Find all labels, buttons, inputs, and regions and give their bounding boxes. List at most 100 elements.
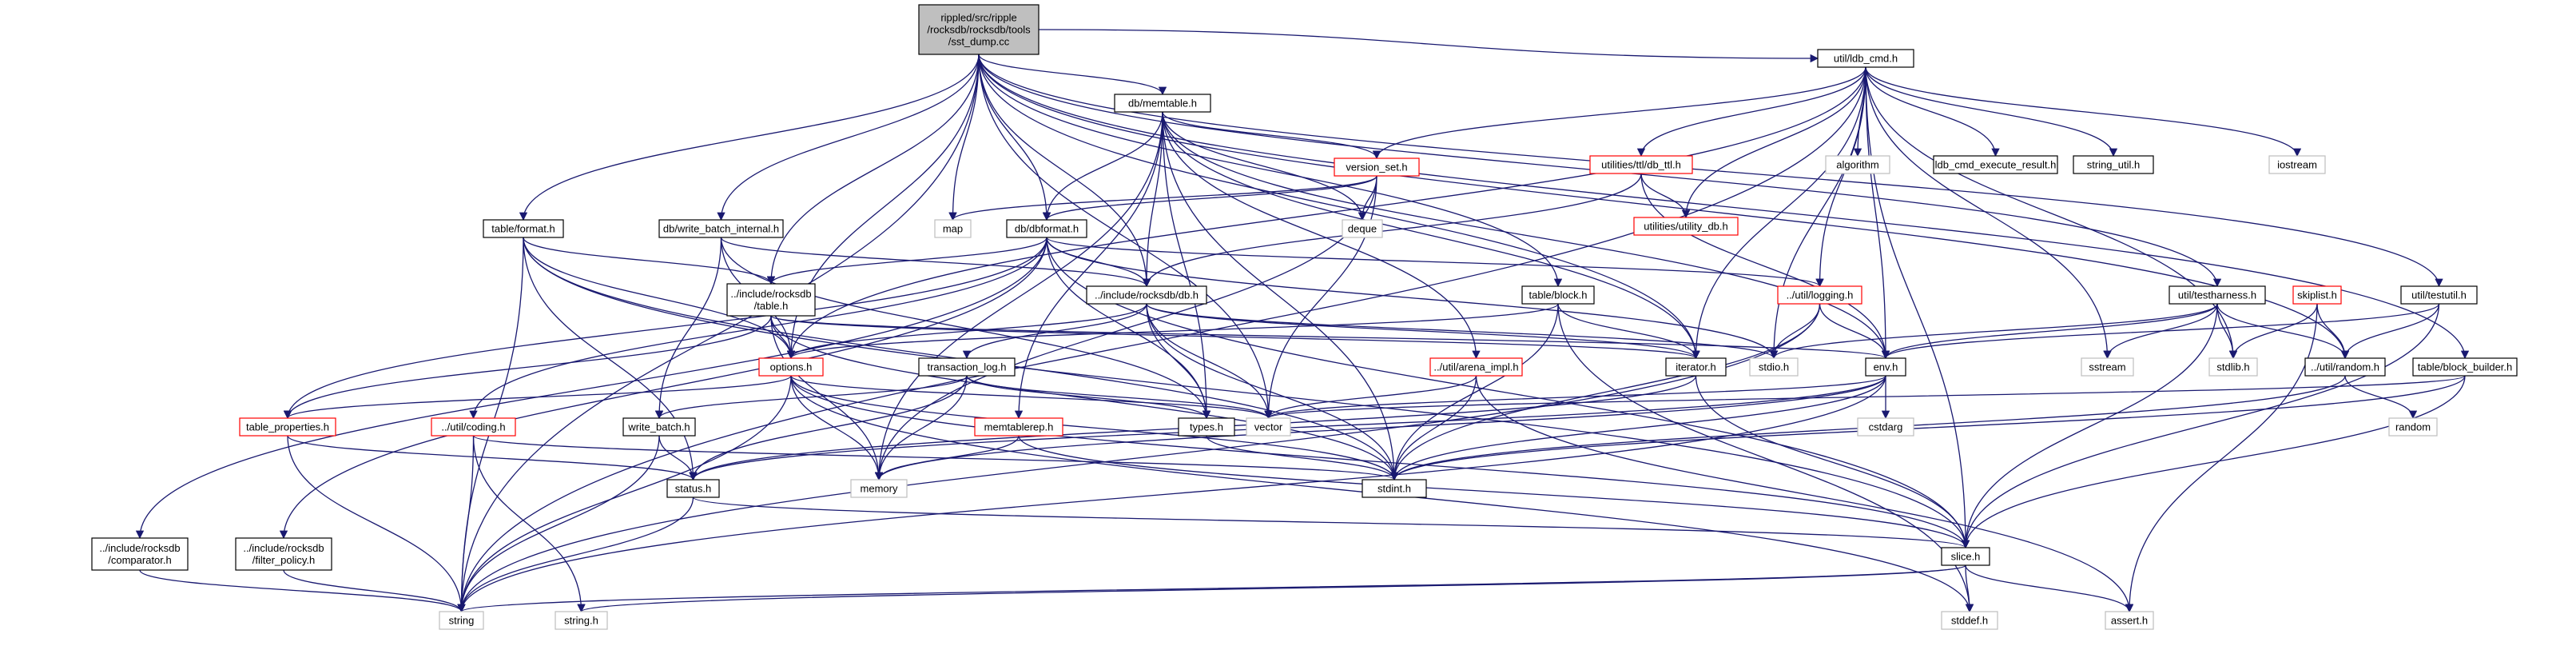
node-label: /filter_policy.h (252, 554, 316, 566)
edge-write-batch-internal-to-include-db (720, 237, 1151, 288)
node-sst-dump-cc[interactable]: rippled/src/ripple/rocksdb/rocksdb/tools… (918, 4, 1040, 55)
edge-include-table-to-stdint (770, 315, 1399, 481)
edge-ldb-cmd-to-version-set (1372, 66, 1866, 160)
edge-include-table-to-env (770, 315, 1890, 360)
node-db-dbformat-h[interactable]: db/dbformat.h (1006, 219, 1087, 238)
node-label: slice.h (1951, 551, 1981, 563)
node-write-batch-h[interactable]: write_batch.h (622, 417, 696, 437)
node-iterator-h[interactable]: iterator.h (1665, 357, 1727, 377)
node-label: iterator.h (1676, 361, 1716, 373)
edge-sst-dump-to-map (948, 54, 980, 221)
node-utilities-ttl-db-ttl-h[interactable]: utilities/ttl/db_ttl.h (1589, 155, 1693, 174)
edge-ldb-cmd-to-stdio (1769, 66, 1866, 360)
node-options-h[interactable]: options.h (758, 357, 824, 377)
node-util-ldb-cmd-h[interactable]: util/ldb_cmd.h (1817, 49, 1914, 68)
edge-include-db-to-stdio (1146, 303, 1778, 360)
edge-env-to-vector (1264, 375, 1886, 420)
node-label: ../include/rocksdb/db.h (1095, 289, 1199, 301)
edge-filter-policy-to-string (283, 569, 466, 613)
node-util-testharness-h[interactable]: util/testharness.h (2169, 285, 2266, 305)
node-version-set-h[interactable]: version_set.h (1334, 158, 1420, 177)
edge-memtable-to-dbformat (1042, 111, 1163, 221)
node-stdio-h: stdio.h (1749, 357, 1799, 377)
node-map: map (934, 219, 972, 238)
edge-sst-dump-to-iterator (978, 54, 1700, 360)
edge-table-format-to-options (523, 237, 796, 360)
node-transaction-log-h[interactable]: transaction_log.h (918, 357, 1016, 377)
edge-dbformat-to-util-logging (1046, 237, 1824, 288)
edge-sst-dump-to-include-db (978, 54, 1151, 288)
node-utilities-utility-db-h[interactable]: utilities/utility_db.h (1633, 217, 1739, 236)
edge-include-table-to-iterator (770, 315, 1700, 360)
node-status-h[interactable]: status.h (666, 479, 720, 498)
edge-sst-dump-to-dbformat (978, 54, 1051, 221)
edge-utilities-ttl-to-env (1640, 173, 1890, 360)
edge-status-to-slice (692, 496, 1970, 549)
edge-testutil-to-util-random (2340, 303, 2440, 360)
edge-include-db-to-iterator (1146, 303, 1700, 360)
node-env-h[interactable]: env.h (1865, 357, 1906, 377)
node-memory: memory (850, 479, 908, 498)
node-label: ../util/logging.h (1787, 289, 1854, 301)
node-include-rocksdb-db-h[interactable]: ../include/rocksdb/db.h (1086, 285, 1207, 305)
edge-env-to-stdint (1389, 375, 1886, 481)
node-db-memtable-h[interactable]: db/memtable.h (1114, 94, 1211, 113)
file-nodes: rippled/src/ripple/rocksdb/rocksdb/tools… (91, 4, 2518, 630)
edge-table-block-to-options (787, 303, 1559, 360)
node-memtablerep-h[interactable]: memtablerep.h (974, 417, 1063, 437)
node-util-logging-h[interactable]: ../util/logging.h (1777, 285, 1862, 305)
node-util-random-h[interactable]: ../util/random.h (2304, 357, 2386, 377)
edge-util-logging-to-env (1819, 303, 1890, 360)
node-random: random (2388, 417, 2438, 437)
node-util-coding-h[interactable]: ../util/coding.h (431, 417, 516, 437)
edge-util-coding-to-stdint (472, 435, 1398, 481)
edge-iterator-to-slice (1695, 375, 1970, 549)
node-label: table/format.h (491, 223, 555, 235)
node-label: stddef.h (1951, 615, 1988, 627)
edge-dbformat-to-include-table (766, 237, 1047, 285)
node-label: table/block_builder.h (2418, 361, 2513, 373)
node-include-rocksdb-comparator-h[interactable]: ../include/rocksdb/comparator.h (91, 537, 189, 571)
node-label: db/dbformat.h (1015, 223, 1079, 235)
node-util-arena-impl-h[interactable]: ../util/arena_impl.h (1429, 357, 1523, 377)
edge-utilities-ttl-to-utility-db (1640, 173, 1691, 219)
edge-status-to-string (457, 496, 694, 613)
node-stdlib-h: stdlib.h (2208, 357, 2258, 377)
edge-include-db-to-transaction-log (962, 303, 1147, 360)
edge-sst-dump-to-write-batch-internal (717, 54, 980, 221)
edge-block-builder-to-slice (1961, 375, 2466, 549)
node-table-format-h[interactable]: table/format.h (483, 219, 564, 238)
node-label: status.h (675, 483, 712, 495)
edge-dbformat-to-stdio (1046, 237, 1779, 360)
node-label: ../util/arena_impl.h (1433, 361, 1518, 373)
node-table-properties-h[interactable]: table_properties.h (239, 417, 336, 437)
node-string-util-h[interactable]: string_util.h (2073, 155, 2154, 174)
node-include-rocksdb-table-h[interactable]: ../include/rocksdb/table.h (726, 283, 816, 317)
edge-block-builder-to-vector (1264, 375, 2466, 420)
node-db-write-batch-internal-h[interactable]: db/write_batch_internal.h (658, 219, 784, 238)
node-label: stdio.h (1759, 361, 1789, 373)
node-label: cstdarg (1869, 421, 1903, 433)
node-slice-h[interactable]: slice.h (1941, 547, 1990, 566)
node-table-block-builder-h[interactable]: table/block_builder.h (2412, 357, 2518, 377)
node-label: sstream (2089, 361, 2125, 373)
node-label: db/write_batch_internal.h (663, 223, 779, 235)
node-label: assert.h (2111, 615, 2148, 627)
node-label: string.h (564, 615, 598, 627)
edge-dbformat-to-table-properties (283, 237, 1047, 420)
node-ldb-cmd-execute-result-h[interactable]: ldb_cmd_execute_result.h (1933, 155, 2058, 174)
node-types-h[interactable]: types.h (1178, 417, 1235, 437)
node-skiplist-h[interactable]: skiplist.h (2292, 285, 2342, 305)
edge-memtablerep-to-memory (874, 435, 1020, 481)
node-label: write_batch.h (627, 421, 690, 433)
node-stdint-h[interactable]: stdint.h (1362, 479, 1427, 498)
node-label: /rocksdb/rocksdb/tools (927, 24, 1031, 36)
node-util-testutil-h[interactable]: util/testutil.h (2400, 285, 2478, 305)
node-label: utilities/ttl/db_ttl.h (1601, 159, 1681, 171)
edge-slice-to-stddef (1965, 564, 1974, 613)
edge-write-batch-internal-to-write-batch (654, 237, 722, 420)
edge-testharness-to-stdio (1769, 303, 2218, 360)
node-include-rocksdb-filter-policy-h[interactable]: ../include/rocksdb/filter_policy.h (235, 537, 332, 571)
node-label: table/block.h (1529, 289, 1588, 301)
node-table-block-h[interactable]: table/block.h (1521, 285, 1595, 305)
